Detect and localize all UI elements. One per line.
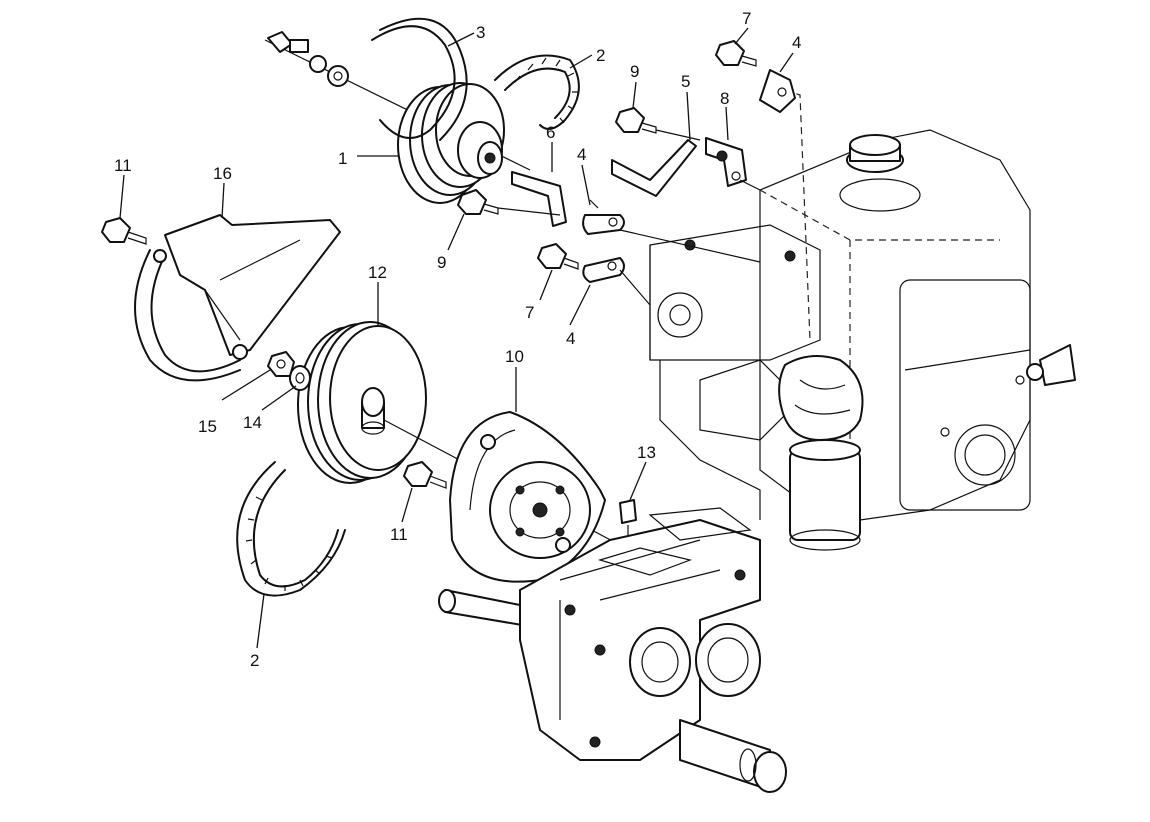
transmission-pulley [297,321,621,546]
engine [649,89,1076,551]
callout-4-upper: 4 [792,33,801,52]
leader-lines [119,27,794,649]
bolt-11-lower [403,461,447,489]
pulley-cover [449,411,606,583]
callout-10: 10 [505,347,524,366]
callout-5: 5 [681,72,690,91]
bolt-7-lower [537,243,579,270]
bolt-9-lower [457,189,561,216]
callout-15: 15 [198,417,217,436]
spacer-4-lower [582,257,651,306]
nut-15 [267,351,295,377]
drive-belt-upper [371,17,468,141]
callout-7-lower: 7 [525,303,534,322]
callout-2-upper: 2 [596,46,605,65]
callout-9-lower: 9 [437,253,446,272]
callout-6: 6 [546,123,555,142]
callout-16: 16 [213,164,232,183]
callout-labels: 1 2 2 3 4 4 4 5 6 7 7 8 9 9 10 11 11 12 … [114,9,801,670]
callout-2-lower: 2 [250,651,259,670]
callout-8: 8 [720,89,729,108]
callout-9-upper: 9 [630,62,639,81]
bolt-11-upper [101,217,147,245]
callout-4-middle: 4 [577,145,586,164]
callout-13: 13 [637,443,656,462]
bolt-7-upper [715,40,757,67]
toothed-belt-upper [494,54,580,130]
bracket-part-5 [611,139,697,197]
callout-14: 14 [243,413,262,432]
toothed-belt-lower [236,461,346,597]
washer-14 [289,365,311,391]
transmission [438,507,787,793]
bracket-part-8 [705,137,747,187]
bracket-part-6 [511,171,567,227]
bolt-9-upper [615,107,701,141]
spacer-4-upper [582,199,625,235]
callout-11-upper: 11 [114,156,132,175]
callout-11-lower: 11 [390,525,408,544]
callout-1: 1 [338,149,347,168]
callout-4-lower: 4 [566,329,575,348]
callout-12: 12 [368,263,387,282]
callout-7-upper: 7 [742,9,751,28]
engine-pulley [264,31,531,204]
clip-4-upper [759,69,796,113]
belt-guard [134,214,341,382]
callout-3: 3 [476,23,485,42]
